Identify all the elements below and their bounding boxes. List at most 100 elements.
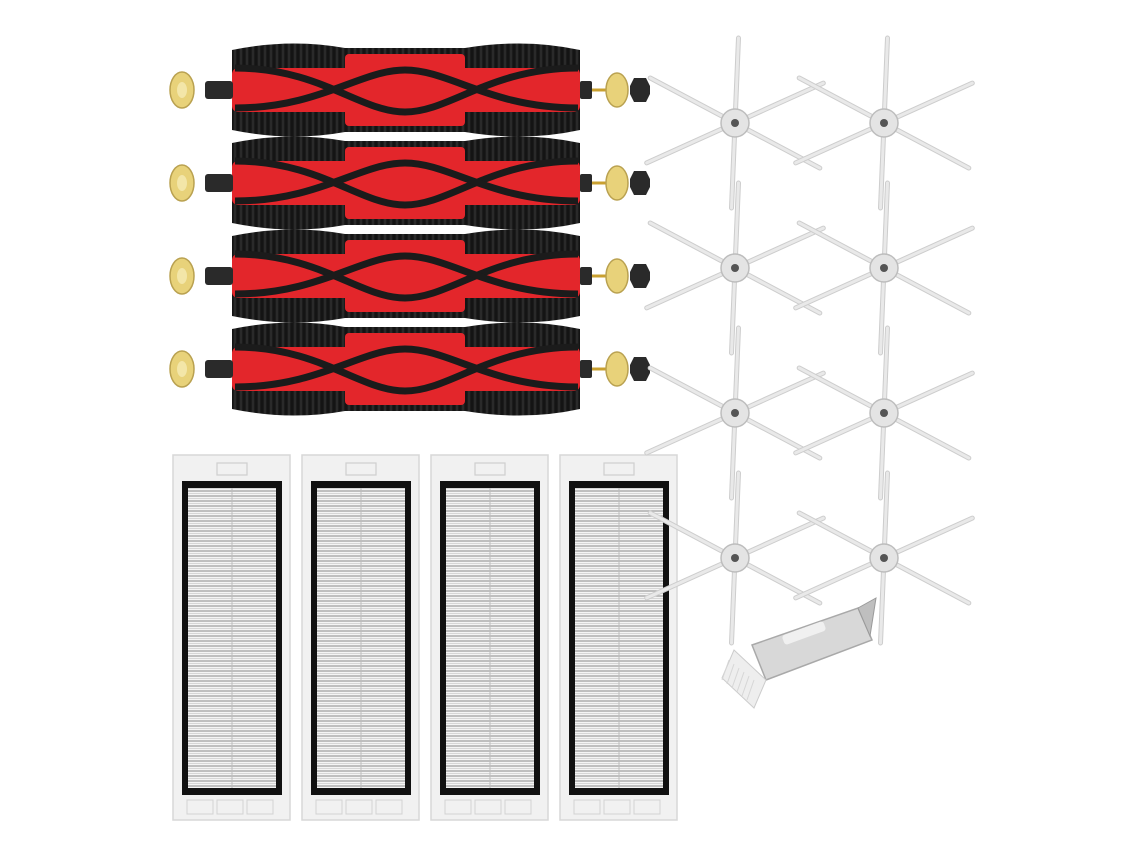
end-cap-yellow-right — [605, 72, 629, 108]
brush-shaft-left — [205, 81, 233, 99]
main-brush — [169, 136, 650, 230]
side-brush-arm-highlight — [797, 221, 886, 270]
main-brush — [169, 322, 650, 416]
side-brush-screw — [880, 119, 888, 127]
tool-bristle-line — [726, 663, 735, 685]
filter-foot-slot — [315, 799, 343, 815]
side-brush-arm-highlight — [794, 556, 886, 600]
tool-slot — [782, 621, 826, 645]
hepa-filter — [172, 454, 291, 821]
hepa-filter — [301, 454, 420, 821]
side-brush-arm-highlight — [648, 76, 737, 125]
side-brush-screw — [880, 264, 888, 272]
side-brush-arm-highlight — [645, 411, 737, 455]
side-brush-screw — [731, 264, 739, 272]
side-brush-arm-highlight — [882, 516, 974, 560]
filter-foot-slot — [345, 799, 373, 815]
filter-tab — [603, 462, 635, 476]
side-brush-arm-highlight — [648, 511, 737, 560]
side-brush-arm-highlight — [733, 516, 825, 560]
hepa-filter — [430, 454, 549, 821]
brush-shaft-left — [205, 174, 233, 192]
cleaning-tool — [721, 597, 877, 709]
side-brush-screw — [880, 554, 888, 562]
side-brush-arm-highlight — [648, 366, 737, 415]
side-brush — [644, 180, 826, 356]
side-brush-arm-highlight — [645, 556, 737, 600]
side-brush-arm-highlight — [797, 511, 886, 560]
side-brushes-group — [644, 35, 975, 646]
side-brush-arm-highlight — [882, 266, 971, 315]
main-brush — [169, 43, 650, 137]
end-cap-yellow-right — [605, 351, 629, 387]
side-brush-arm-highlight — [645, 266, 737, 310]
tool-blade — [857, 597, 877, 638]
end-cap-yellow-right — [605, 258, 629, 294]
side-brush-screw — [731, 554, 739, 562]
hepa-filter — [559, 454, 678, 821]
side-brush-arm-highlight — [882, 411, 971, 460]
end-cap-hole — [177, 175, 187, 191]
filter-tab — [216, 462, 248, 476]
side-brush-arm-highlight — [882, 556, 971, 605]
main-brush — [169, 229, 650, 323]
filter-foot-slot — [504, 799, 532, 815]
side-brush-arm-highlight — [794, 266, 886, 310]
filter-foot-slot — [603, 799, 631, 815]
side-brush-arm-highlight — [882, 81, 974, 125]
side-brush-arm-highlight — [882, 371, 974, 415]
side-brush — [793, 35, 975, 211]
spiral-bristle-strip — [234, 345, 579, 391]
end-cap-black — [630, 264, 650, 288]
side-brush-arm-highlight — [794, 121, 886, 165]
spiral-bristle-strip — [234, 64, 579, 116]
spiral-bristle-strip — [234, 252, 579, 298]
filter-foot-slot — [246, 799, 274, 815]
filter-foot-slot — [474, 799, 502, 815]
hepa-filters-group — [172, 454, 678, 821]
end-cap-hole — [177, 361, 187, 377]
spiral-bristle-strip — [234, 343, 579, 395]
end-cap-black — [630, 357, 650, 381]
side-brush-arm-highlight — [882, 121, 971, 170]
end-cap-hole — [177, 82, 187, 98]
filter-foot-slot — [216, 799, 244, 815]
filter-tab — [474, 462, 506, 476]
tool-bristle-line — [721, 659, 730, 681]
end-cap-black — [630, 171, 650, 195]
brush-shaft-right — [580, 360, 592, 378]
spiral-bristle-strip — [234, 66, 579, 112]
filter-foot-slot — [573, 799, 601, 815]
spiral-bristle-strip — [234, 159, 579, 205]
filter-foot-slot — [633, 799, 661, 815]
side-brush-arm-highlight — [882, 226, 974, 270]
tool-handle — [751, 607, 874, 681]
end-cap-hole — [177, 268, 187, 284]
side-brush-arm-highlight — [733, 81, 825, 125]
brush-shaft-right — [580, 174, 592, 192]
side-brush-arm-highlight — [648, 221, 737, 270]
brush-shaft-right — [580, 267, 592, 285]
side-brush-screw — [731, 409, 739, 417]
side-brush-arm-highlight — [797, 76, 886, 125]
filter-tab — [345, 462, 377, 476]
spiral-bristle-strip — [234, 250, 579, 302]
end-cap-black — [630, 78, 650, 102]
brush-shaft-left — [205, 267, 233, 285]
tool-bristle-line — [736, 671, 745, 693]
filter-foot-slot — [375, 799, 403, 815]
side-brush — [644, 470, 826, 646]
main-brushes-group — [169, 43, 650, 416]
side-brush — [644, 35, 826, 211]
spiral-bristle-strip — [234, 157, 579, 209]
side-brush-arm-highlight — [733, 226, 825, 270]
end-cap-yellow-right — [605, 165, 629, 201]
tool-bristle-line — [746, 679, 755, 701]
side-brush — [793, 325, 975, 501]
filter-foot-slot — [186, 799, 214, 815]
filter-foot-slot — [444, 799, 472, 815]
side-brush-arm-highlight — [645, 121, 737, 165]
side-brush-screw — [880, 409, 888, 417]
side-brush — [793, 180, 975, 356]
